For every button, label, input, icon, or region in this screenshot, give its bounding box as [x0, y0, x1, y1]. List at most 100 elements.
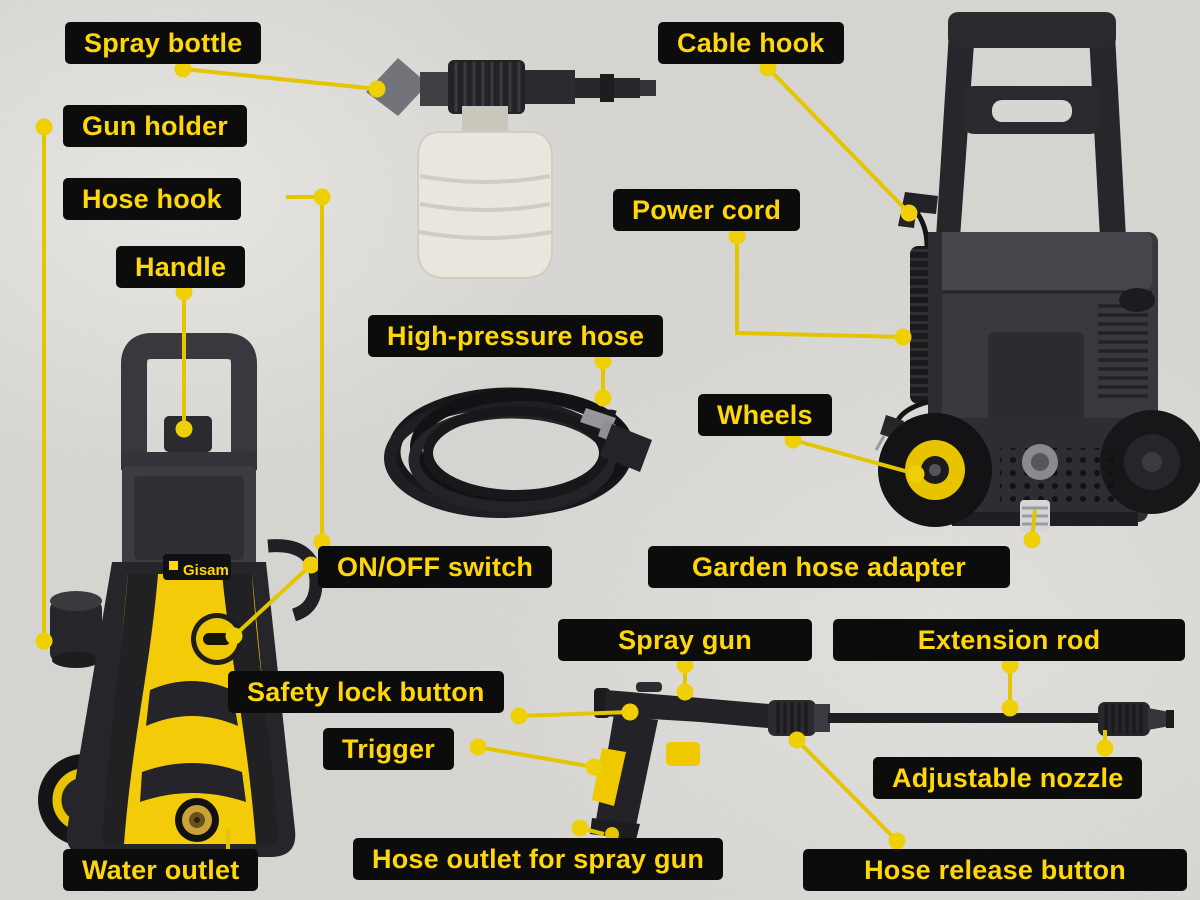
- hose-coil-illustration: [384, 387, 652, 518]
- label-gun-holder: Gun holder: [63, 105, 247, 147]
- leader-dot: [594, 389, 612, 407]
- cannon-tip: [640, 80, 656, 96]
- label-trigger: Trigger: [323, 728, 454, 770]
- panel-chevron-1: [146, 681, 238, 726]
- panel-chevron-2: [140, 763, 246, 802]
- leader-dot: [175, 420, 193, 438]
- brand-logo: Gisam: [163, 554, 231, 580]
- brand-logo-text: Gisam: [183, 562, 229, 579]
- label-hose-outlet-for-spray-gun: Hose outlet for spray gun: [353, 838, 724, 880]
- label-safety-lock-button: Safety lock button: [228, 671, 504, 713]
- leader-dot: [225, 627, 243, 645]
- base-vent-holes: [1000, 448, 1120, 506]
- label-water-outlet: Water outlet: [63, 849, 259, 891]
- label-power-cord: Power cord: [613, 189, 801, 231]
- leader-dot: [571, 819, 589, 837]
- leader-dot: [621, 703, 639, 721]
- back-washer-right-wheel: [1100, 410, 1200, 514]
- cannon-ribs: [454, 62, 521, 112]
- cord-bottom: [895, 399, 929, 422]
- rod-shaft: [828, 713, 1102, 723]
- label-wheels: Wheels: [698, 394, 832, 436]
- leader-dot: [888, 832, 906, 850]
- spray-gun-illustration: [590, 682, 814, 841]
- side-cup: [1119, 288, 1155, 312]
- hose-hook-part: [267, 539, 323, 622]
- back-handle-right-bar: [1088, 16, 1126, 238]
- leader-dot: [219, 811, 237, 829]
- leader-trigger: [477, 745, 595, 769]
- leader-dot: [35, 118, 53, 136]
- gun-body: [604, 690, 792, 730]
- leader-dot: [585, 758, 603, 776]
- rod-collar: [814, 704, 830, 732]
- label-on-off-switch: ON/OFF switch: [318, 546, 553, 588]
- leader-dot: [174, 60, 192, 78]
- rod-connector-ribs: [776, 702, 808, 734]
- back-handle-top: [948, 12, 1116, 48]
- back-washer-left-wheel: [878, 413, 992, 527]
- label-spray-bottle: Spray bottle: [65, 22, 262, 64]
- leader-dot: [1001, 699, 1019, 717]
- safety-lock-part: [636, 682, 662, 692]
- leader-dot: [1023, 531, 1041, 549]
- leader-dot: [510, 707, 528, 725]
- leader-dot: [368, 80, 386, 98]
- front-washer-handle: [121, 333, 257, 470]
- leader-dot: [35, 632, 53, 650]
- hose-connector: [600, 424, 652, 472]
- nozzle-taper: [1148, 708, 1170, 730]
- leader-wheels: [792, 438, 917, 476]
- axle-center: [1031, 453, 1049, 471]
- leader-power-cord: [735, 236, 904, 339]
- water-outlet-part: [175, 798, 219, 842]
- label-hose-hook: Hose hook: [63, 178, 241, 220]
- leader-dots: [35, 59, 1114, 850]
- label-handle: Handle: [116, 246, 246, 288]
- leader-on-off-switch: [232, 563, 313, 638]
- leader-dot: [894, 328, 912, 346]
- leader-hose-release: [798, 741, 899, 843]
- body-recess: [988, 332, 1084, 428]
- leader-dot: [676, 683, 694, 701]
- adjustable-nozzle-part: [1098, 702, 1150, 736]
- label-garden-hose-adapter: Garden hose adapter: [648, 546, 1010, 588]
- bottle-body: [417, 131, 553, 279]
- label-cable-hook: Cable hook: [658, 22, 844, 64]
- panel-stripe-left: [102, 574, 158, 844]
- leader-safety-lock: [518, 710, 631, 718]
- label-hose-release-button: Hose release button: [803, 849, 1187, 891]
- leader-dot: [907, 465, 925, 483]
- leader-dot: [469, 738, 487, 756]
- pressure-washer-front-illustration: Gisam: [38, 333, 323, 857]
- cannon-body: [525, 70, 575, 104]
- extension-rod-illustration: [768, 700, 1174, 736]
- nozzle-tip: [1166, 710, 1174, 728]
- hose-outlet-part: [605, 827, 619, 841]
- label-extension-rod: Extension rod: [833, 619, 1185, 661]
- pressure-washer-back-illustration: [874, 12, 1200, 532]
- leader-dot: [728, 227, 746, 245]
- leader-dot: [1096, 739, 1114, 757]
- leader-cable-hook: [766, 66, 911, 215]
- leader-dot: [788, 731, 806, 749]
- cannon-ribbed-block: [448, 60, 525, 114]
- foam-cannon-illustration: [366, 58, 656, 279]
- cannon-collar: [600, 74, 614, 102]
- bottle-neck: [462, 106, 508, 134]
- label-high-pressure-hose: High-pressure hose: [368, 315, 664, 357]
- back-handle-cutout: [992, 100, 1072, 122]
- gun-holder-part: [50, 591, 102, 668]
- cannon-angled-tip: [366, 58, 428, 116]
- leader-dot: [313, 188, 331, 206]
- body-left-edge: [928, 232, 942, 428]
- label-adjustable-nozzle: Adjustable nozzle: [873, 757, 1143, 799]
- gun-release-button: [666, 742, 700, 766]
- label-spray-gun: Spray gun: [558, 619, 812, 661]
- back-washer-lid: [934, 232, 1152, 290]
- leader-dot: [900, 204, 918, 222]
- back-handle-left-bar: [936, 16, 976, 238]
- on-off-switch-knob: [191, 613, 243, 665]
